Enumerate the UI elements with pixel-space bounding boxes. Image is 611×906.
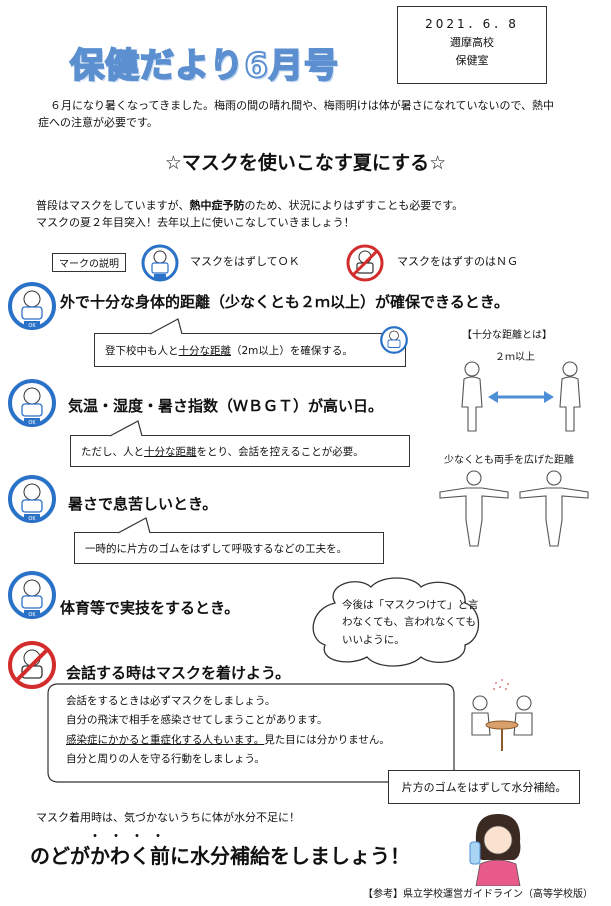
speech-bubble: ただし、人と十分な距離をとり、会話を控えることが必要。 [70,435,410,467]
section-title: ☆マスクを使いこなす夏にする☆ [164,152,447,174]
ok-mask-icon: OK [8,475,56,523]
ok-mask-icon: OK [8,571,56,619]
item-heading: 暑さで息苦しいとき。 [68,495,218,513]
heatstroke-emphasis: 熱中症予防 [189,199,245,212]
conversation-text: 会話をするときは必ずマスクをしましょう。 自分の飛沫で相手を感染させてしまうこと… [66,695,390,766]
ng-mask-icon [8,641,56,689]
item-heading: 体育等で実技をするとき。 [60,599,240,617]
warning-text: マスク着用時は、気づかないうちに体が水分不足に！ [36,811,300,824]
svg-text:OK: OK [28,612,36,618]
emphasis-dots: ・・・・ [88,829,172,845]
legend-label: マークの説明 [52,253,126,272]
lead-paragraph: 普段はマスクをしていますが、熱中症予防のため、状況によりはずすことも必要です。 … [36,199,464,229]
issue-date: 2021．6．8 [425,17,519,31]
hydration-box: 片方のゴムをはずして水分補給。 [388,770,580,804]
reference-note: 【参考】県立学校運営ガイドライン（高等学校版） [363,889,593,900]
drinking-girl-illustration [469,814,521,886]
speech-bubble: 登下校中も人と十分な距離（2m以上）を確保する。 [94,333,406,367]
cloud-text: 今後は「マスクつけて」と言 わなくても、言われなくても いいように。 [342,599,479,646]
hydration-slogan: のどがかわく前に水分補給をしましょう！ [30,844,410,868]
newsletter-title: 保健だより6月号 [69,45,339,87]
legend-ng-text: マスクをはずすのはＮＧ [397,255,518,268]
arms-caption: 少なくとも両手を広げた距離 [444,455,574,466]
ok-mask-icon: OK [8,282,56,330]
date-info-box: 2021．6．8 邇摩高校 保健室 [397,6,547,84]
ng-mask-icon [346,244,384,282]
item-heading: 外で十分な身体的距離（少なくとも２ｍ以上）が確保できるとき。 [60,293,509,311]
item-heading: 気温・湿度・暑さ指数（ＷＢＧＴ）が高い日。 [68,397,384,415]
bubble-tail [110,420,143,437]
intro-paragraph: ６月になり暑くなってきました。梅雨の間の晴れ間や、梅雨明けは体が暑さになれていな… [38,99,555,129]
thought-cloud [312,577,479,667]
ok-mask-icon [141,244,179,282]
school-name: 邇摩高校 [450,36,494,50]
bubble-tail [150,318,183,335]
two-people-distance-illustration [461,361,581,432]
speech-bubble: 一時的に片方のゴムをはずして呼吸するなどの工夫を。 [74,532,384,564]
bubble-tail [118,517,151,534]
distance-label: ２ｍ以上 [495,352,535,363]
arms-spread-illustration [439,470,589,547]
ok-mask-icon: OK [8,379,56,427]
distance-panel-title: 【十分な距離とは】 [462,330,552,341]
conversation-illustration [471,679,533,751]
office-name: 保健室 [455,53,489,67]
ok-mask-icon [380,326,408,354]
legend-ok-text: マスクをはずしてＯＫ [190,255,300,268]
svg-text:OK: OK [28,420,36,426]
svg-text:OK: OK [28,323,36,329]
item-heading: 会話する時はマスクを着けよう。 [66,664,291,682]
svg-text:OK: OK [28,516,36,522]
